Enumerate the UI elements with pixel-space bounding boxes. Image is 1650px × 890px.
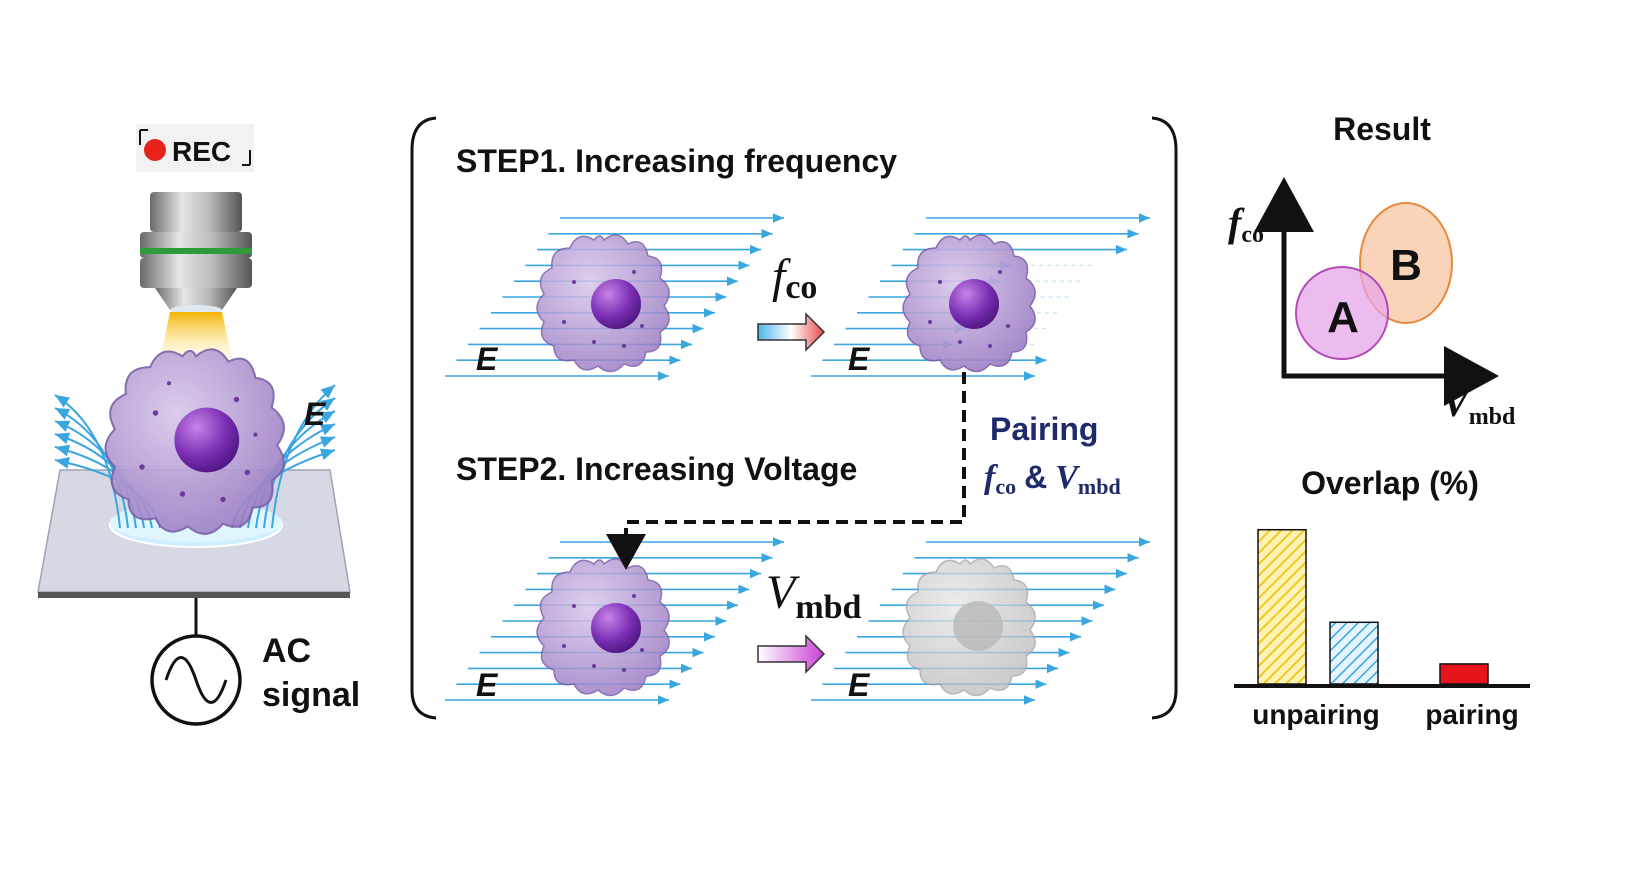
ac-label-line1: AC bbox=[262, 632, 311, 670]
rec-dot-icon bbox=[144, 139, 166, 161]
steps-panel: STEP1. Increasing frequency STEP2. Incre… bbox=[410, 116, 1178, 720]
result-y-main: f bbox=[1228, 200, 1245, 245]
result-title: Result bbox=[1333, 111, 1431, 147]
region-a-label: A bbox=[1327, 293, 1359, 342]
light-beam bbox=[160, 312, 232, 360]
region-a bbox=[1295, 266, 1389, 360]
svg-text:fco: fco bbox=[1228, 200, 1264, 248]
result-panel: Result fco Vmbd B A Overlap (%) unpairin… bbox=[1228, 111, 1530, 730]
rec-label: REC bbox=[172, 136, 231, 167]
fco-sub: co bbox=[785, 269, 817, 306]
result-x-main: V bbox=[1442, 380, 1472, 425]
frequency-arrow-icon bbox=[757, 312, 826, 352]
right-bracket bbox=[1151, 116, 1178, 720]
overlap-title: Overlap (%) bbox=[1301, 465, 1479, 501]
category-label-unpairing: unpairing bbox=[1252, 699, 1380, 730]
pairing-v-main: V bbox=[1055, 459, 1080, 496]
cell-icon-step1-before bbox=[536, 234, 670, 373]
voltage-arrow-icon bbox=[757, 634, 826, 674]
pairing-f-sub: co bbox=[995, 474, 1016, 499]
bar-yellow-hatch bbox=[1257, 528, 1307, 685]
ac-label-line2: signal bbox=[262, 676, 360, 714]
result-x-sub: mbd bbox=[1469, 404, 1516, 430]
bar-blue-hatch bbox=[1329, 621, 1379, 685]
overlap-bar-chart bbox=[1257, 528, 1489, 685]
vmbd-sub: mbd bbox=[795, 589, 861, 626]
field-label-1: E bbox=[476, 341, 499, 377]
step1-title: STEP1. Increasing frequency bbox=[456, 143, 897, 179]
field-label-4: E bbox=[848, 667, 871, 703]
field-label-3: E bbox=[476, 667, 499, 703]
step2-title: STEP2. Increasing Voltage bbox=[456, 451, 857, 487]
pairing-amp: & bbox=[1024, 459, 1047, 495]
category-label-pairing: pairing bbox=[1425, 699, 1518, 730]
rec-indicator: REC bbox=[136, 124, 254, 172]
ac-source-icon bbox=[150, 634, 242, 726]
svg-text:Vmbd: Vmbd bbox=[1442, 380, 1516, 430]
svg-text:fco&Vmbd: fco&Vmbd bbox=[984, 459, 1121, 499]
field-label-2: E bbox=[848, 341, 871, 377]
microscope-objective-icon bbox=[140, 192, 252, 315]
left-setup: REC bbox=[37, 124, 360, 726]
pairing-title: Pairing bbox=[990, 411, 1098, 447]
bar-red-solid bbox=[1439, 663, 1489, 685]
cell-icon-step2-before bbox=[536, 558, 670, 697]
cell-icon-step1-after bbox=[902, 234, 1036, 373]
cell-icon-step2-ruptured bbox=[902, 558, 1036, 697]
pairing-f-main: f bbox=[984, 459, 999, 496]
region-b-label: B bbox=[1390, 241, 1422, 290]
vmbd-main: V bbox=[766, 566, 800, 619]
svg-text:fco: fco bbox=[772, 250, 817, 306]
pairing-v-sub: mbd bbox=[1078, 474, 1121, 499]
svg-text:Vmbd: Vmbd bbox=[766, 566, 862, 626]
left-bracket bbox=[410, 116, 437, 720]
result-y-sub: co bbox=[1241, 222, 1264, 248]
field-label-left: E bbox=[304, 396, 327, 432]
cell-icon-large bbox=[104, 348, 285, 535]
